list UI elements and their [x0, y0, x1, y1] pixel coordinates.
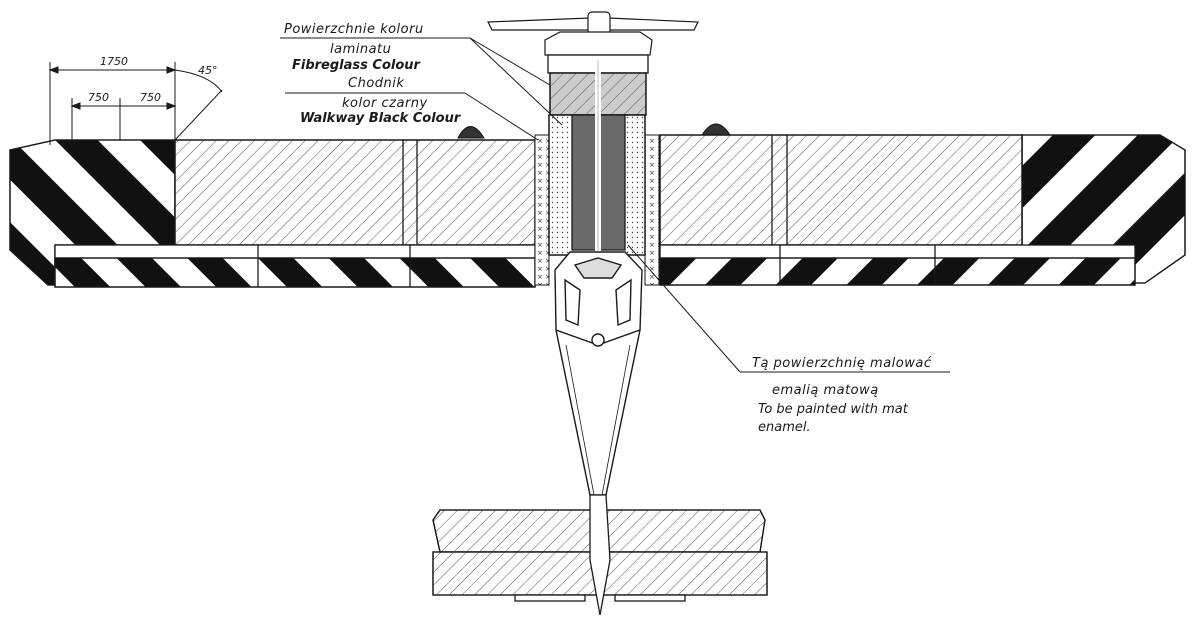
rudder — [589, 494, 611, 616]
walkway-label-pl-2: kolor czarny — [342, 96, 428, 111]
dimension-part-b: 750 — [140, 91, 161, 104]
left-wing — [9, 139, 536, 288]
matte-label-en-2: enamel. — [758, 420, 811, 435]
matte-label-pl-2: emalią matową — [772, 383, 879, 398]
dimension-lines — [48, 62, 223, 145]
right-wing — [659, 134, 1186, 286]
walkway-label-en: Walkway Black Colour — [300, 111, 461, 126]
matte-label-pl-1: Tą powierzchnię malować — [752, 356, 932, 371]
dimension-total: 1750 — [100, 55, 128, 68]
right-wing-fairing — [701, 123, 731, 136]
fuselage-boom — [555, 329, 641, 496]
matte-label-en-1: To be painted with mat — [758, 402, 908, 417]
cockpit — [554, 251, 643, 347]
laminate-label-pl-1: Powierzchnie koloru — [284, 22, 424, 37]
fuselage-forward — [548, 60, 646, 256]
left-wing-fairing — [457, 126, 485, 139]
dimension-part-a: 750 — [88, 91, 109, 104]
walkway-label-pl-1: Chodnik — [348, 76, 405, 91]
laminate-label-pl-2: laminatu — [330, 42, 392, 57]
laminate-label-en: Fibreglass Colour — [292, 58, 420, 73]
leader-lines — [280, 37, 950, 373]
propeller — [487, 11, 699, 56]
fuselage-boom-inner — [565, 344, 631, 496]
dimension-angle: 45° — [198, 64, 218, 77]
